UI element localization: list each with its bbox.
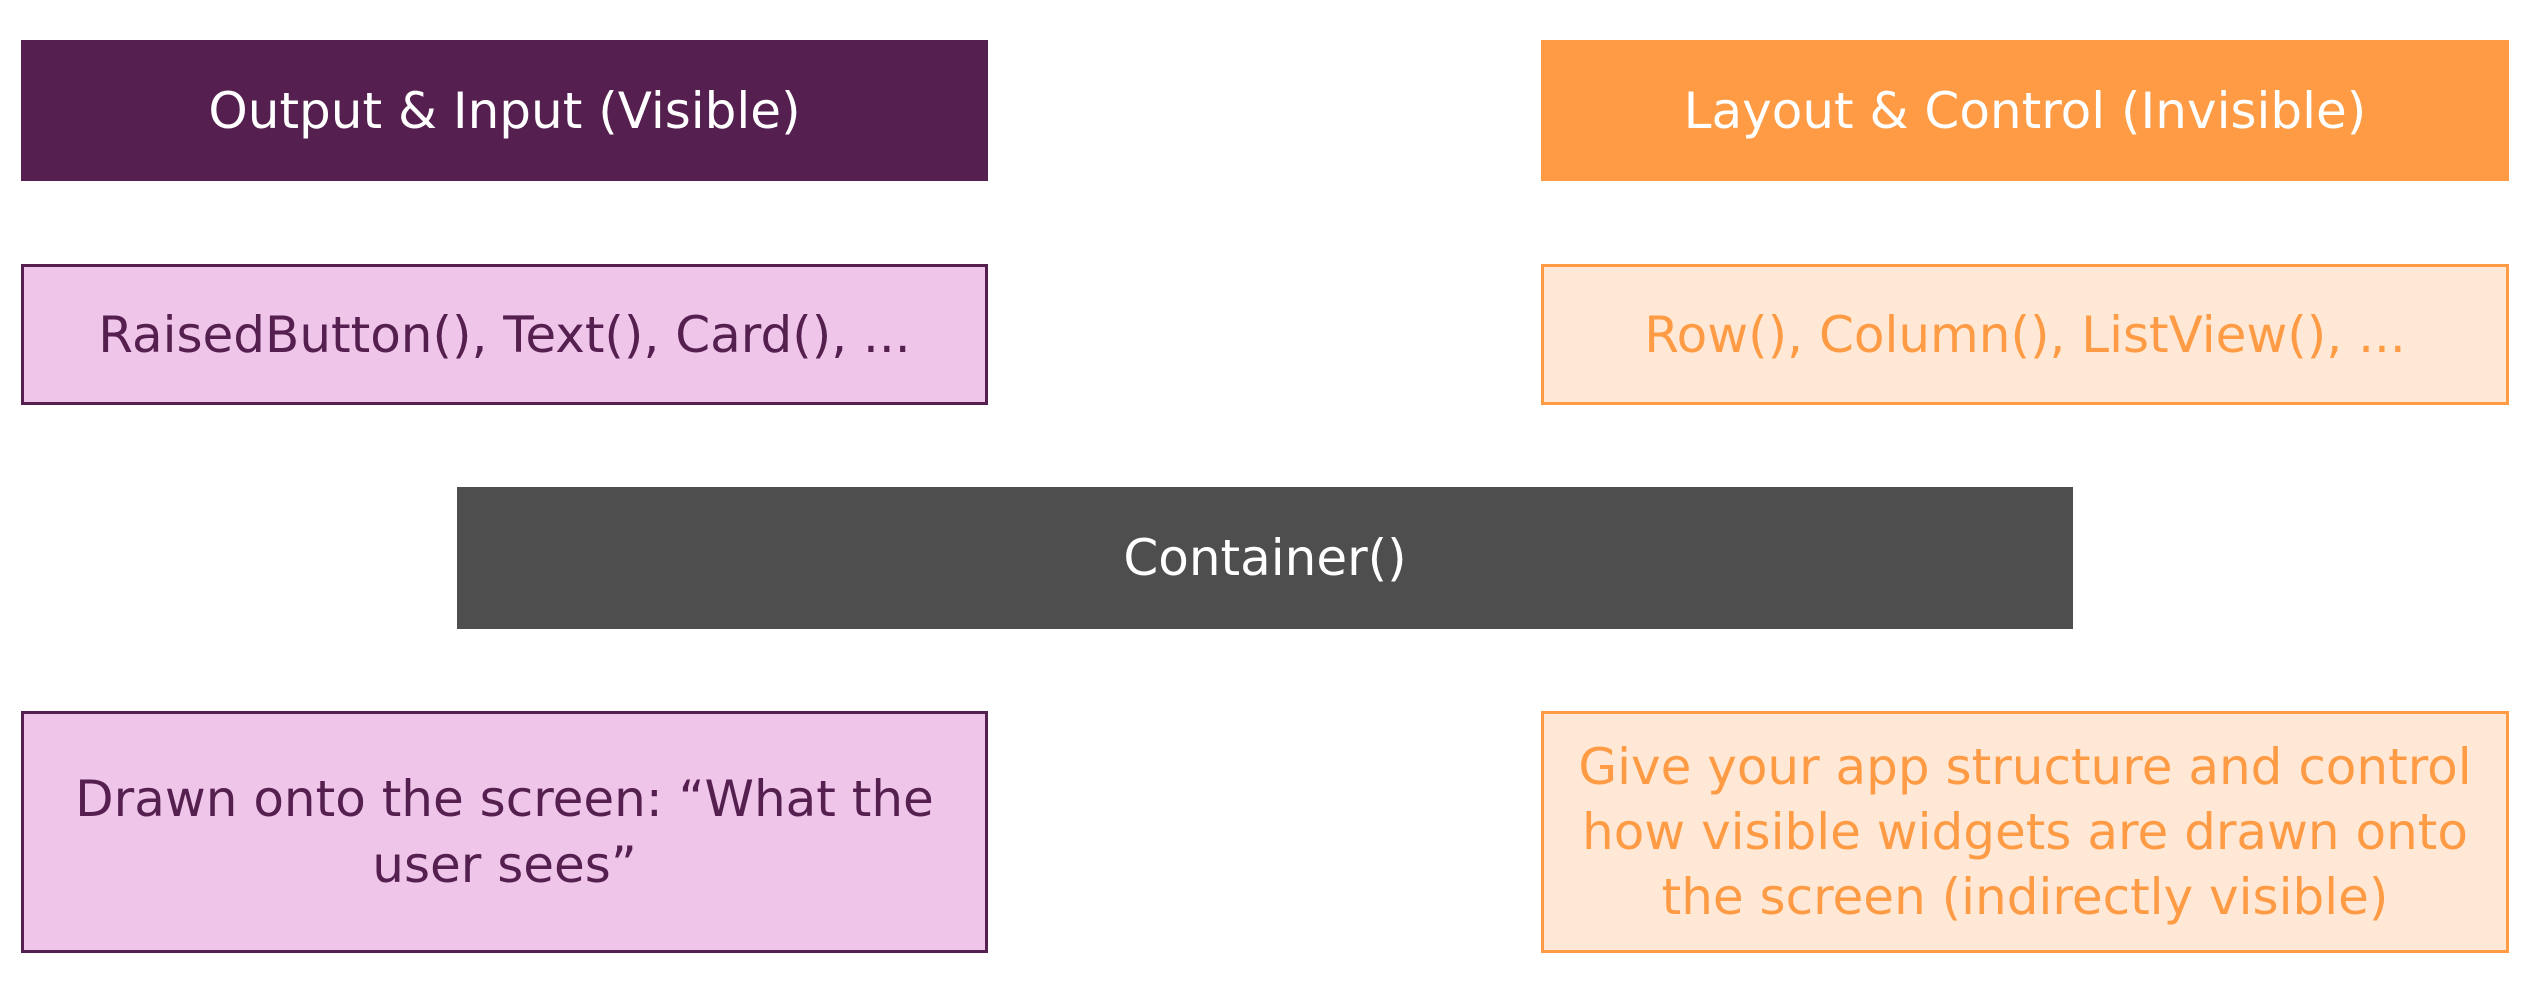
container-widget-box: Container(): [457, 487, 2073, 629]
visible-widgets-header-label: Output & Input (Visible): [208, 81, 801, 140]
visible-widgets-description: Drawn onto the screen: “What the user se…: [21, 711, 988, 953]
invisible-widgets-header-label: Layout & Control (Invisible): [1683, 81, 2367, 140]
invisible-widgets-header: Layout & Control (Invisible): [1541, 40, 2509, 181]
invisible-widgets-description-label: Give your app structure and control how …: [1578, 737, 2472, 926]
visible-widgets-examples: RaisedButton(), Text(), Card(), ...: [21, 264, 988, 405]
visible-widgets-examples-label: RaisedButton(), Text(), Card(), ...: [98, 305, 911, 364]
visible-widgets-description-label: Drawn onto the screen: “What the user se…: [75, 770, 934, 894]
invisible-widgets-description: Give your app structure and control how …: [1541, 711, 2509, 953]
invisible-widgets-examples-label: Row(), Column(), ListView(), ...: [1644, 305, 2406, 364]
container-widget-label: Container(): [1123, 529, 1407, 587]
visible-widgets-header: Output & Input (Visible): [21, 40, 988, 181]
invisible-widgets-examples: Row(), Column(), ListView(), ...: [1541, 264, 2509, 405]
